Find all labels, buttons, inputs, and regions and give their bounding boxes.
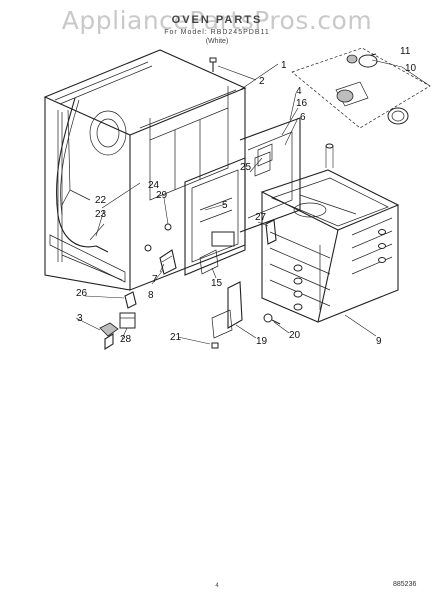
callout-8: 8 bbox=[148, 290, 154, 301]
callout-6: 6 bbox=[300, 112, 306, 123]
callout-4: 4 bbox=[296, 86, 302, 97]
callout-27: 27 bbox=[255, 212, 267, 223]
oven-liner-drawing bbox=[260, 169, 400, 323]
callout-numbers: 1 2 3 4 5 6 7 8 9 10 11 15 16 19 20 21 2… bbox=[76, 46, 417, 347]
callout-21: 21 bbox=[170, 332, 182, 343]
leader-lines bbox=[75, 59, 431, 345]
oven-cabinet-drawing bbox=[43, 49, 247, 291]
color-line: (White) bbox=[205, 38, 229, 45]
callout-29: 29 bbox=[156, 190, 168, 201]
small-parts-drawing bbox=[99, 57, 281, 350]
callout-24: 24 bbox=[148, 180, 160, 191]
callout-10: 10 bbox=[405, 63, 417, 74]
callout-1: 1 bbox=[281, 60, 287, 71]
model-line: For Model: RBD245PDB11 bbox=[164, 29, 270, 36]
callout-7: 7 bbox=[152, 274, 158, 285]
page-number: 4 bbox=[215, 583, 219, 589]
callout-16: 16 bbox=[296, 98, 308, 109]
callout-28: 28 bbox=[120, 334, 132, 345]
callout-5: 5 bbox=[222, 200, 228, 211]
callout-19: 19 bbox=[256, 336, 268, 347]
callout-15: 15 bbox=[211, 278, 223, 289]
figure-code: 885236 bbox=[393, 581, 417, 588]
callout-26: 26 bbox=[76, 288, 88, 299]
callout-11: 11 bbox=[400, 46, 411, 57]
callout-25: 25 bbox=[240, 162, 252, 173]
callout-9: 9 bbox=[376, 336, 382, 347]
callout-22: 22 bbox=[95, 195, 107, 206]
oven-light-drawing bbox=[291, 47, 431, 168]
callout-2: 2 bbox=[259, 76, 265, 87]
side-panel-drawing bbox=[184, 117, 301, 276]
watermark: AppliancePartsPros.com bbox=[61, 6, 373, 35]
diagram-title: OVEN PARTS bbox=[171, 14, 263, 26]
callout-20: 20 bbox=[289, 330, 301, 341]
callout-23: 23 bbox=[95, 209, 107, 220]
callout-3: 3 bbox=[77, 313, 83, 324]
